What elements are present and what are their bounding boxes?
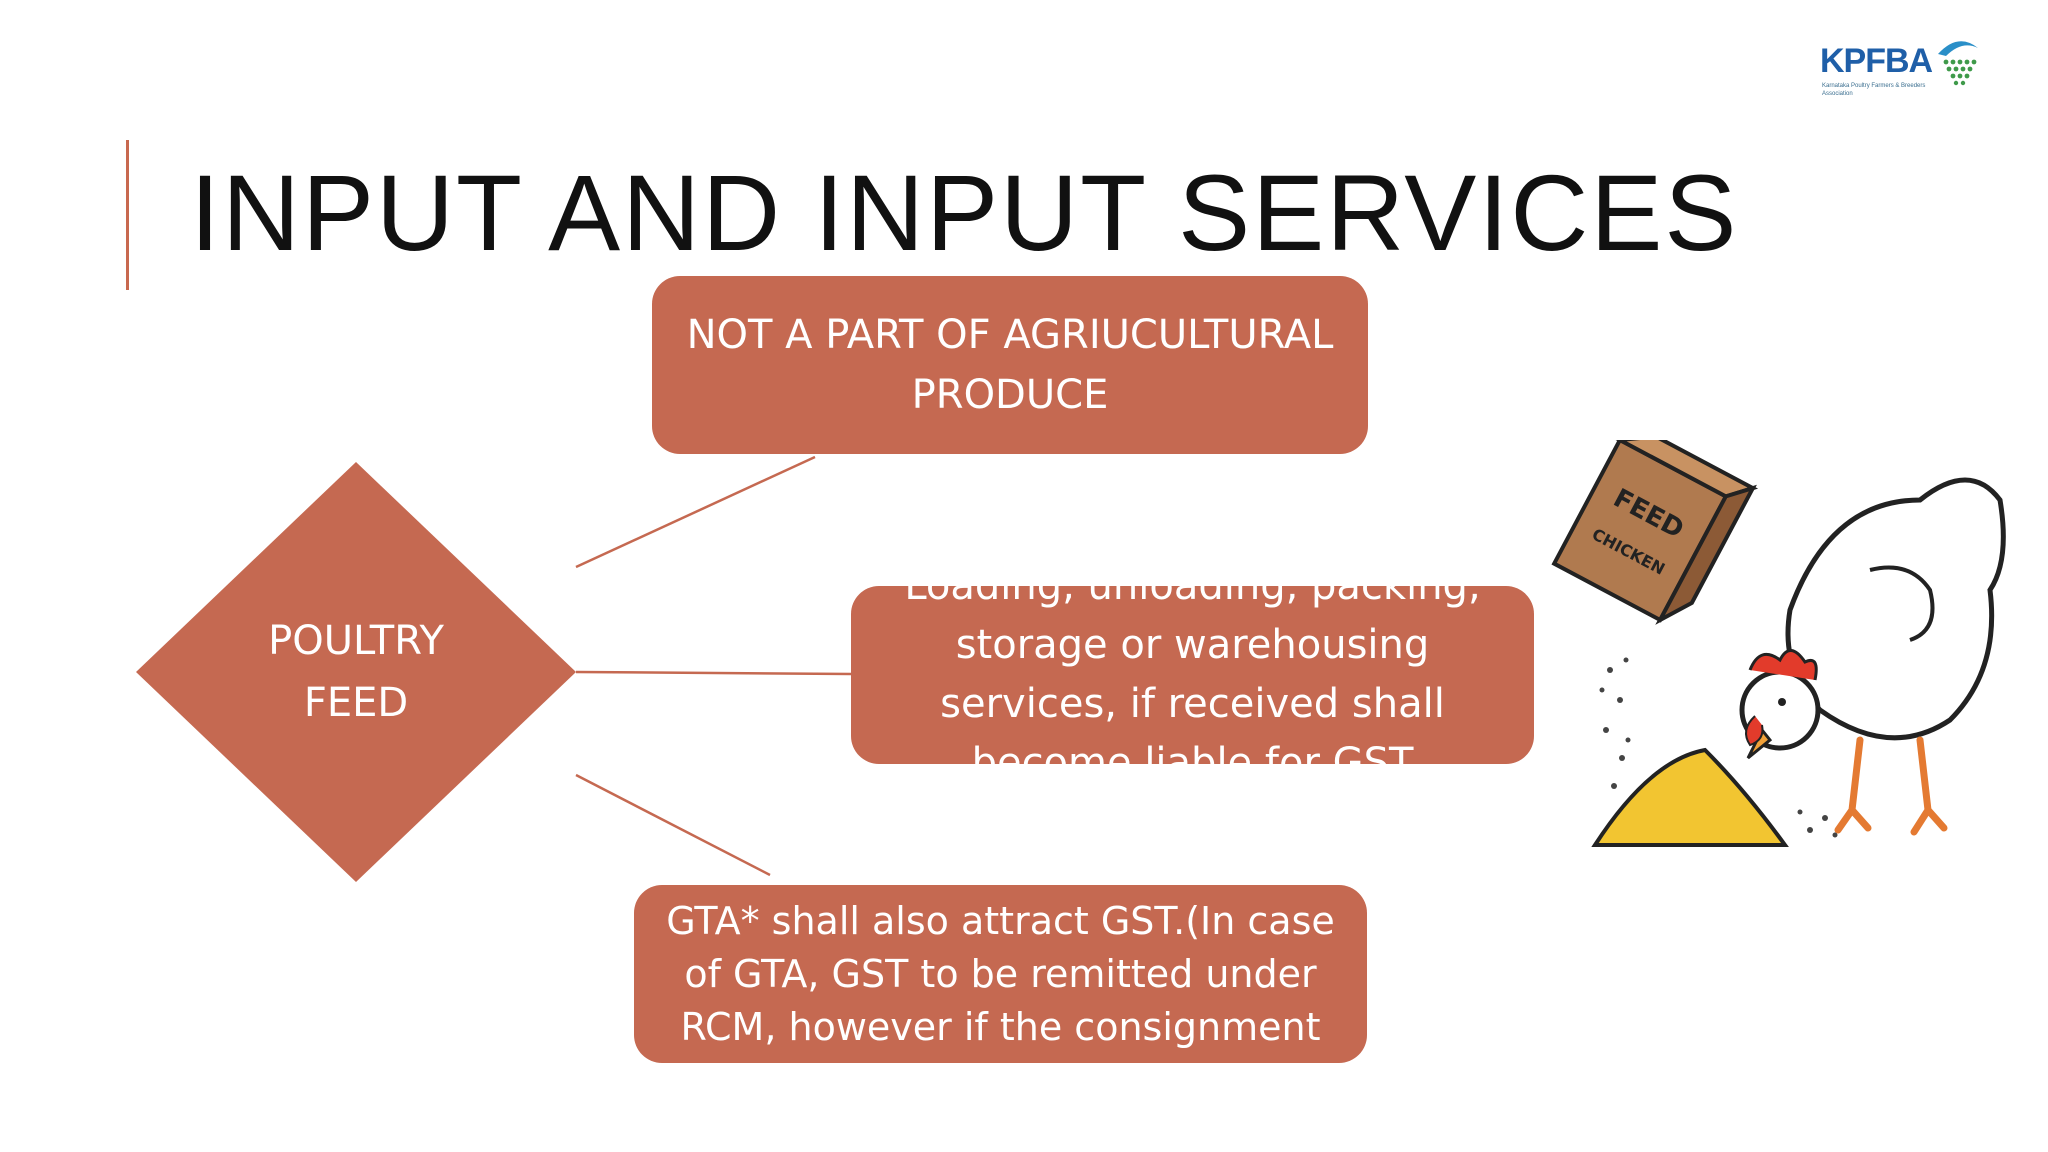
warehousing-services-box: Loading, unloading, packing, storage or … [851,586,1534,764]
ground-grains [1797,809,1838,838]
dotted-swoosh-logo-icon [1938,41,1978,86]
box-top-text: NOT A PART OF AGRIUCULTURAL PRODUCE [686,312,1334,418]
bottom-box-overflow-text: p [770,838,795,882]
poultry-feed-node: POULTRY FEED [136,462,576,882]
connector-bottom [575,773,771,877]
logo-subtitle: Karnataka Poultry Farmers & Breeders Ass… [1822,83,1926,97]
logo-text: KPFBA [1820,42,1933,80]
connector-top [575,455,816,569]
gta-gst-box: GTA* shall also attract GST.(In case of … [634,885,1367,1063]
title-accent-bar [126,140,129,290]
falling-feed-grains [1599,657,1631,789]
slide-title: INPUT AND INPUT SERVICES [190,152,1739,273]
chicken-eating-feed-illustration: FEED CHICKEN [1551,440,2006,847]
poultry-feed-label: POULTRY FEED [268,618,444,726]
diamond-shape [136,462,576,882]
box-middle-text: Loading, unloading, packing, storage or … [904,586,1481,764]
kpfba-logo: KPFBA Karnataka Poultry Farmers & Breede… [1820,34,1980,104]
feed-pile [1591,747,1789,847]
box-bottom-text: GTA* shall also attract GST.(In case of … [666,898,1335,1049]
connector-middle [575,670,852,676]
not-agricultural-produce-box: NOT A PART OF AGRIUCULTURAL PRODUCE [652,276,1368,454]
feed-bag-icon: FEED CHICKEN [1551,440,1759,625]
chicken-drawing [1739,477,2006,836]
